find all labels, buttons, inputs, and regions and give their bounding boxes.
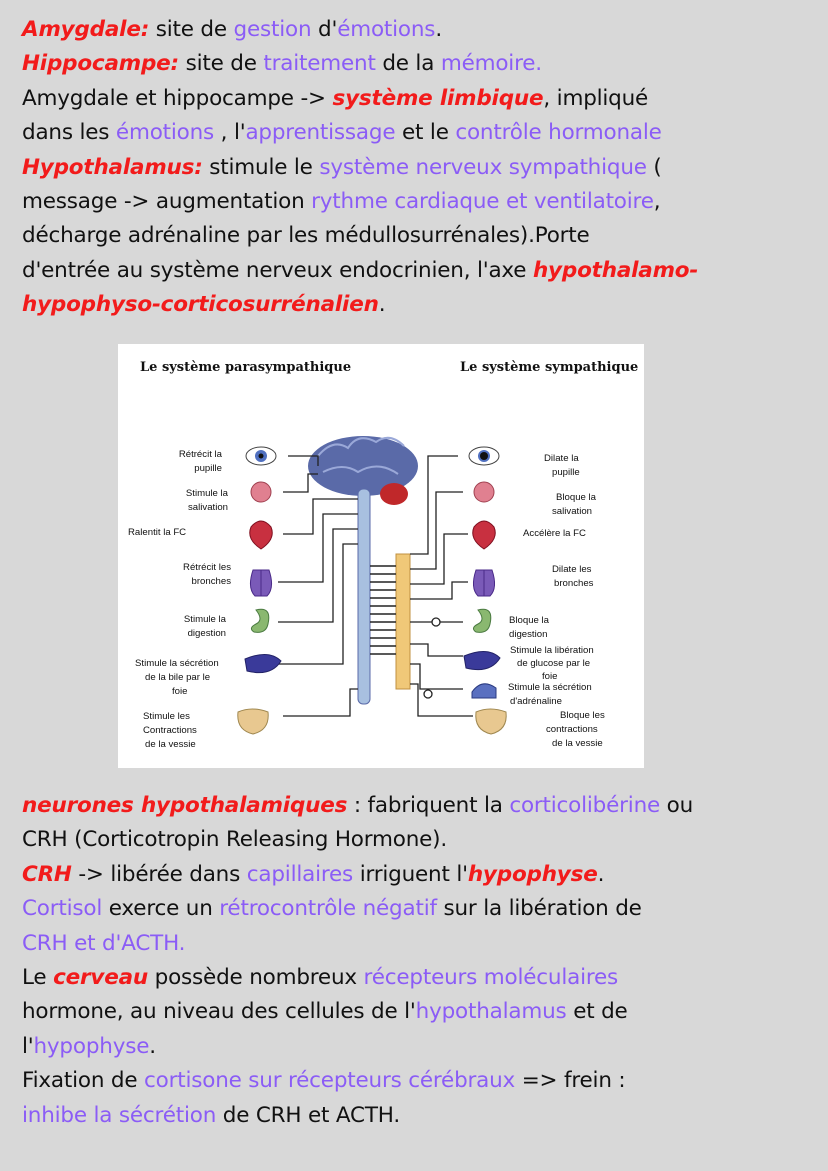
adrenal-gland-icon <box>471 683 497 699</box>
label-line: pupille <box>552 467 580 478</box>
text-line: Hypothalamus: stimule le système nerveux… <box>22 154 662 180</box>
text-line: Hippocampe: site de traitement de la mém… <box>22 51 542 77</box>
label-line: de glucose par le <box>517 658 590 669</box>
salivary-gland-icon <box>473 481 495 503</box>
text-line: Amygdale: site de gestion d'émotions. <box>22 17 442 42</box>
label-line: Accélère la FC <box>523 528 586 539</box>
liver-icon <box>244 654 282 674</box>
label-line: Bloque la <box>556 492 597 503</box>
text-line: l'hypophyse. <box>22 1033 156 1059</box>
bladder-icon <box>475 708 507 735</box>
label-line: digestion <box>509 629 547 640</box>
sympathetic-nerves <box>410 455 473 717</box>
label-line: Bloque les <box>560 710 605 721</box>
label-line: foie <box>172 686 187 697</box>
text-line: inhibe la sécrétion de CRH et ACTH. <box>22 1102 401 1128</box>
label-line: d'adrénaline <box>510 696 562 707</box>
text-line: Amygdale et hippocampe -> système limbiq… <box>22 85 649 111</box>
label-line: Stimule la sécrétion <box>135 658 219 669</box>
text-line: CRH et d'ACTH. <box>22 930 186 956</box>
label-line: Stimule la <box>186 488 229 499</box>
text-line: décharge adrénaline par les médullosurré… <box>22 223 590 249</box>
label-line: Rétrécit les <box>183 562 231 573</box>
text-line: hypophyso-corticosurrénalien. <box>22 292 386 318</box>
text-line: hormone, au niveau des cellules de l'hyp… <box>22 999 628 1025</box>
text-line: dans les émotions , l'apprentissage et l… <box>22 120 662 146</box>
stomach-icon <box>250 608 270 633</box>
title-sympathetic: Le système sympathique <box>460 360 638 375</box>
text-line: CRH -> libérée dans capillaires irriguen… <box>22 861 605 887</box>
label-line: Dilate la <box>544 453 579 464</box>
label-line: salivation <box>552 506 592 517</box>
text-line: message -> augmentation rythme cardiaque… <box>22 189 661 215</box>
label-line: de la bile par le <box>145 672 210 683</box>
heart-icon <box>472 520 496 550</box>
nervous-system-diagram: Le système parasympathique Le système sy… <box>118 344 644 768</box>
sympathetic-ganglia-chain <box>395 553 411 690</box>
label-line: Ralentit la FC <box>128 527 186 538</box>
label-line: foie <box>542 671 557 682</box>
intro-paragraph: Amygdale: site de gestion d'émotions. Hi… <box>22 13 812 323</box>
left-labels: Rétrécit la pupille Stimule la salivatio… <box>128 449 231 750</box>
label-line: Contractions <box>143 725 197 736</box>
parasympathetic-nerves <box>278 455 358 717</box>
liver-icon <box>463 651 501 671</box>
label-line: Rétrécit la <box>179 449 223 460</box>
brain-icon <box>308 436 418 505</box>
label-line: Stimule la libération <box>510 645 594 656</box>
label-line: Stimule la <box>184 614 227 625</box>
label-line: pupille <box>194 463 222 474</box>
label-line: bronches <box>192 576 232 587</box>
heart-icon <box>249 520 273 550</box>
label-line: de la vessie <box>145 739 196 750</box>
stomach-icon <box>472 608 492 633</box>
lungs-icon <box>472 569 496 597</box>
lungs-icon <box>249 569 273 597</box>
label-line: Dilate les <box>552 564 592 575</box>
label-line: digestion <box>188 628 226 639</box>
spinal-cord-icon <box>357 488 411 705</box>
text-line: d'entrée au système nerveux endocrinien,… <box>22 257 699 283</box>
label-line: de la vessie <box>552 738 603 749</box>
salivary-gland-icon <box>250 481 272 503</box>
text-line: CRH (Corticotropin Releasing Hormone). <box>22 827 447 853</box>
explanation-paragraph: neurones hypothalamiques : fabriquent la… <box>22 789 812 1133</box>
text-line: neurones hypothalamiques : fabriquent la… <box>22 793 694 818</box>
title-parasympathetic: Le système parasympathique <box>140 360 351 375</box>
text-line: Cortisol exerce un rétrocontrôle négatif… <box>22 896 642 922</box>
text-line: Fixation de cortisone sur récepteurs cér… <box>22 1068 626 1094</box>
label-line: bronches <box>554 578 594 589</box>
cerebellum-icon <box>380 483 408 505</box>
label-line: Stimule la sécrétion <box>508 682 592 693</box>
label-line: salivation <box>188 502 228 513</box>
label-line: Bloque la <box>509 615 550 626</box>
label-line: contractions <box>546 724 598 735</box>
text-line: Le cerveau possède nombreux récepteurs m… <box>22 965 619 991</box>
label-line: Stimule les <box>143 711 190 722</box>
diagram-svg: Le système parasympathique Le système sy… <box>128 360 638 750</box>
eye-icon <box>468 446 500 466</box>
eye-icon <box>245 446 277 466</box>
right-labels: Dilate la pupille Bloque la salivation A… <box>508 453 605 749</box>
bladder-icon <box>237 708 269 735</box>
